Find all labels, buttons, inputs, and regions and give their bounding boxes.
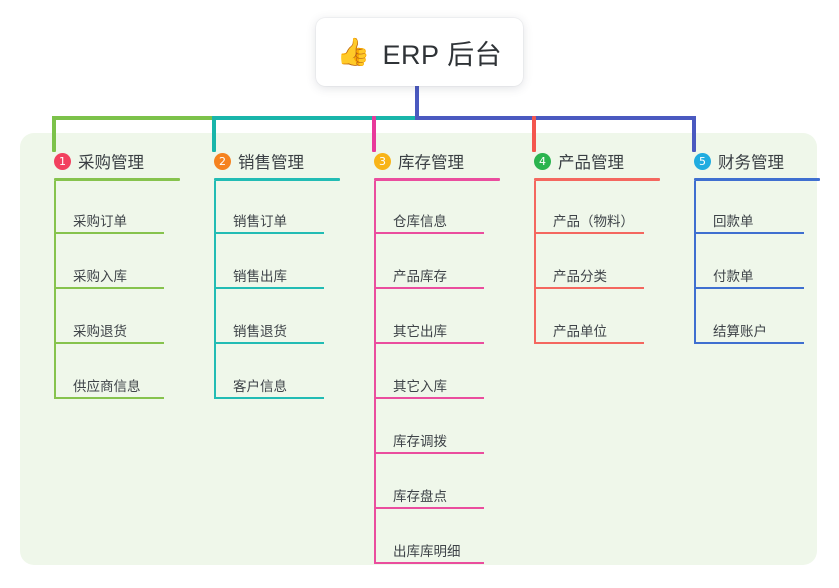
leaf-item-label: 产品单位: [553, 324, 607, 339]
leaf-item-label: 采购退货: [73, 324, 127, 339]
root-node-card[interactable]: 👍 ERP 后台: [316, 18, 523, 86]
leaf-item[interactable]: 产品单位: [534, 324, 644, 344]
column-title-3: 库存管理: [398, 154, 464, 172]
column-title-2: 销售管理: [238, 154, 304, 172]
leaf-item[interactable]: 库存调拨: [374, 434, 484, 454]
leaf-item-label: 仓库信息: [393, 214, 447, 229]
drop-col-1: [52, 116, 56, 152]
leaf-item-label: 其它入库: [393, 379, 447, 394]
column-spine-4: [534, 181, 536, 344]
column-badge-4: 4: [534, 152, 551, 170]
leaf-item[interactable]: 付款单: [694, 269, 804, 289]
leaf-item-label: 采购入库: [73, 269, 127, 284]
leaf-item-label: 供应商信息: [73, 379, 141, 394]
column-underline-3: [374, 178, 500, 181]
leaf-item[interactable]: 销售出库: [214, 269, 324, 289]
column-title-5: 财务管理: [718, 154, 784, 172]
column-4: 4 产品管理: [517, 143, 677, 181]
leaf-item-label: 销售退货: [233, 324, 287, 339]
leaf-item[interactable]: 其它出库: [374, 324, 484, 344]
connector-bar-2: [212, 116, 419, 120]
column-3: 3 库存管理: [357, 143, 517, 181]
column-underline-1: [54, 178, 180, 181]
column-badge-5: 5: [694, 152, 711, 170]
drop-col-4: [532, 116, 536, 152]
leaf-item-label: 出库库明细: [393, 544, 461, 559]
column-title-1: 采购管理: [78, 154, 144, 172]
column-header-3[interactable]: 3 库存管理: [357, 143, 517, 179]
leaf-item-label: 产品（物料）: [553, 214, 634, 229]
leaf-item[interactable]: 客户信息: [214, 379, 324, 399]
column-spine-1: [54, 181, 56, 399]
root-node-title: ERP 后台: [382, 39, 503, 70]
connector-root-stem: [415, 84, 419, 120]
leaf-item[interactable]: 采购入库: [54, 269, 164, 289]
column-header-1[interactable]: 1 采购管理: [37, 143, 197, 179]
column-spine-5: [694, 181, 696, 344]
leaf-item[interactable]: 库存盘点: [374, 489, 484, 509]
column-header-4[interactable]: 4 产品管理: [517, 143, 677, 179]
leaf-item[interactable]: 销售退货: [214, 324, 324, 344]
leaf-item-label: 销售出库: [233, 269, 287, 284]
leaf-item[interactable]: 销售订单: [214, 214, 324, 234]
leaf-item-label: 产品分类: [553, 269, 607, 284]
leaf-item[interactable]: 产品分类: [534, 269, 644, 289]
leaf-item-label: 库存调拨: [393, 434, 447, 449]
leaf-item-label: 付款单: [713, 269, 754, 284]
connector-bar-3: [415, 116, 696, 120]
column-title-4: 产品管理: [558, 154, 624, 172]
drop-col-2: [212, 116, 216, 152]
leaf-item[interactable]: 产品库存: [374, 269, 484, 289]
leaf-item[interactable]: 其它入库: [374, 379, 484, 399]
column-spine-3: [374, 181, 376, 564]
column-underline-4: [534, 178, 660, 181]
leaf-item[interactable]: 供应商信息: [54, 379, 164, 399]
thumbs-up-icon: 👍: [336, 36, 371, 67]
leaf-item-label: 库存盘点: [393, 489, 447, 504]
leaf-item-label: 回款单: [713, 214, 754, 229]
column-spine-2: [214, 181, 216, 399]
column-header-2[interactable]: 2 销售管理: [197, 143, 357, 179]
leaf-item-label: 结算账户: [713, 324, 767, 339]
leaf-item[interactable]: 回款单: [694, 214, 804, 234]
diagram-panel: [20, 133, 817, 565]
leaf-item[interactable]: 采购订单: [54, 214, 164, 234]
leaf-item[interactable]: 出库库明细: [374, 544, 484, 564]
leaf-item-label: 其它出库: [393, 324, 447, 339]
leaf-item[interactable]: 采购退货: [54, 324, 164, 344]
leaf-item[interactable]: 仓库信息: [374, 214, 484, 234]
leaf-item-label: 采购订单: [73, 214, 127, 229]
leaf-item[interactable]: 产品（物料）: [534, 214, 644, 234]
column-1: 1 采购管理: [37, 143, 197, 181]
leaf-item-label: 销售订单: [233, 214, 287, 229]
leaf-item-label: 产品库存: [393, 269, 447, 284]
column-badge-2: 2: [214, 152, 231, 170]
leaf-item-label: 客户信息: [233, 379, 287, 394]
connector-bar-1: [52, 116, 216, 120]
drop-col-5: [692, 116, 696, 152]
column-underline-2: [214, 178, 340, 181]
column-underline-5: [694, 178, 820, 181]
column-header-5[interactable]: 5 财务管理: [677, 143, 837, 179]
column-5: 5 财务管理: [677, 143, 837, 181]
column-badge-3: 3: [374, 152, 391, 170]
leaf-item[interactable]: 结算账户: [694, 324, 804, 344]
column-badge-1: 1: [54, 152, 71, 170]
drop-col-3: [372, 116, 376, 152]
column-2: 2 销售管理: [197, 143, 357, 181]
